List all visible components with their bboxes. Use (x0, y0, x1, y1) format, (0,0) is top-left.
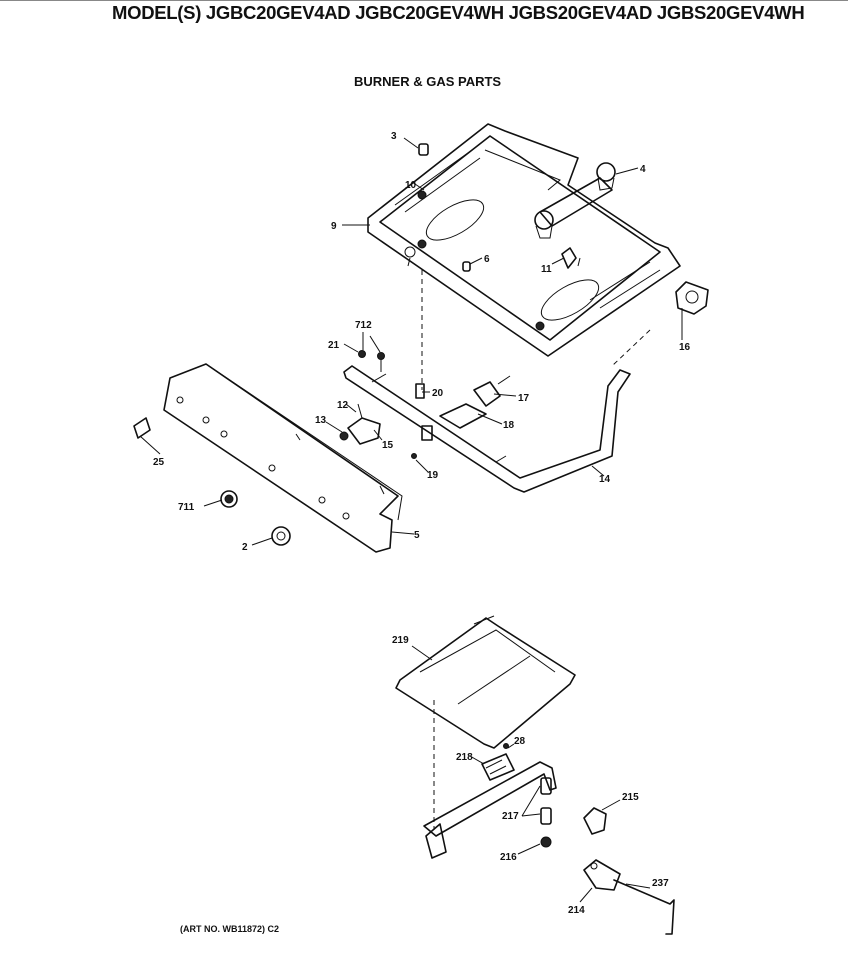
part-16-regulator (675, 281, 709, 315)
part-6-fastener (462, 261, 471, 272)
part-214-safety-valve (583, 859, 621, 891)
callout-218: 218 (456, 752, 473, 763)
callout-712: 712 (355, 320, 372, 331)
part-28-screw (503, 743, 509, 749)
callout-13: 13 (315, 415, 327, 426)
callout-217: 217 (502, 811, 519, 822)
part-15-orifice-fitting (339, 403, 381, 445)
callout-2: 2 (242, 542, 248, 553)
page-title: MODEL(S) JGBC20GEV4AD JGBC20GEV4WH JGBS2… (112, 2, 805, 23)
callout-214: 214 (568, 905, 585, 916)
part-2-bezel (271, 526, 291, 546)
callout-9: 9 (331, 221, 337, 232)
callout-4: 4 (640, 164, 646, 175)
burner-box-part-9 (367, 123, 681, 357)
part-17-igniter-switch (473, 375, 511, 407)
callout-21: 21 (328, 340, 340, 351)
part-237-capillary (613, 879, 675, 935)
callout-5: 5 (414, 530, 420, 541)
part-25-clip (133, 417, 151, 439)
callout-20: 20 (432, 388, 444, 399)
callout-6: 6 (484, 254, 490, 265)
section-title: BURNER & GAS PARTS (354, 74, 502, 89)
callout-15: 15 (382, 440, 394, 451)
leader-lines (139, 137, 683, 903)
part-215-bracket (583, 807, 607, 835)
callout-28: 28 (514, 736, 526, 747)
callout-215: 215 (622, 792, 639, 803)
art-number: (ART NO. WB11872) C2 (180, 924, 280, 934)
part-711-bezel (220, 490, 238, 508)
burner-valves-part-4 (534, 162, 616, 239)
part-20-tube (415, 383, 425, 399)
part-217-fittings (540, 777, 552, 825)
part-21-screw (358, 350, 366, 358)
callout-17: 17 (518, 393, 530, 404)
callout-11: 11 (541, 264, 552, 275)
callout-219: 219 (392, 635, 409, 646)
callout-19: 19 (427, 470, 439, 481)
callout-16: 16 (679, 342, 691, 353)
oven-burner-tube (423, 761, 557, 859)
callout-labels: 3 4 10 9 6 11 16 712 21 12 13 15 20 17 1… (153, 131, 691, 916)
callout-14: 14 (599, 474, 611, 485)
manifold-part-14 (343, 365, 631, 493)
manifold-clamp (421, 425, 433, 441)
part-3-nut (418, 143, 429, 156)
manifold-panel-part-5 (163, 363, 403, 553)
callout-711: 711 (178, 502, 195, 513)
callout-25: 25 (153, 457, 165, 468)
callout-18: 18 (503, 420, 515, 431)
part-10-grommet (417, 190, 427, 200)
part-11-clip (561, 247, 577, 269)
part-19-screw (411, 453, 417, 459)
callout-237: 237 (652, 878, 669, 889)
part-18-bracket (439, 403, 487, 429)
part-216-nut (540, 836, 552, 848)
callout-10: 10 (405, 180, 417, 191)
baffle-part-219 (395, 615, 576, 749)
callout-216: 216 (500, 852, 517, 863)
part-712-screw (377, 352, 385, 372)
callout-12: 12 (337, 400, 349, 411)
part-218-spreader (481, 753, 515, 781)
assembly-line (611, 329, 651, 367)
callout-3: 3 (391, 131, 397, 142)
